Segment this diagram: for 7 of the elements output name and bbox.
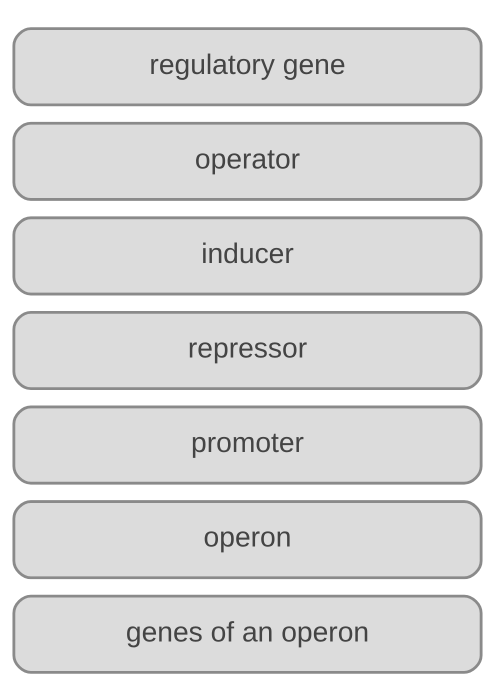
node-box: operator bbox=[12, 121, 483, 200]
node-box: regulatory gene bbox=[12, 26, 483, 106]
node-box: inducer bbox=[12, 216, 483, 295]
node-box: operon bbox=[12, 500, 483, 579]
node-box: promoter bbox=[12, 405, 483, 484]
node-box: repressor bbox=[12, 310, 483, 390]
node-box: genes of an operon bbox=[12, 594, 483, 674]
